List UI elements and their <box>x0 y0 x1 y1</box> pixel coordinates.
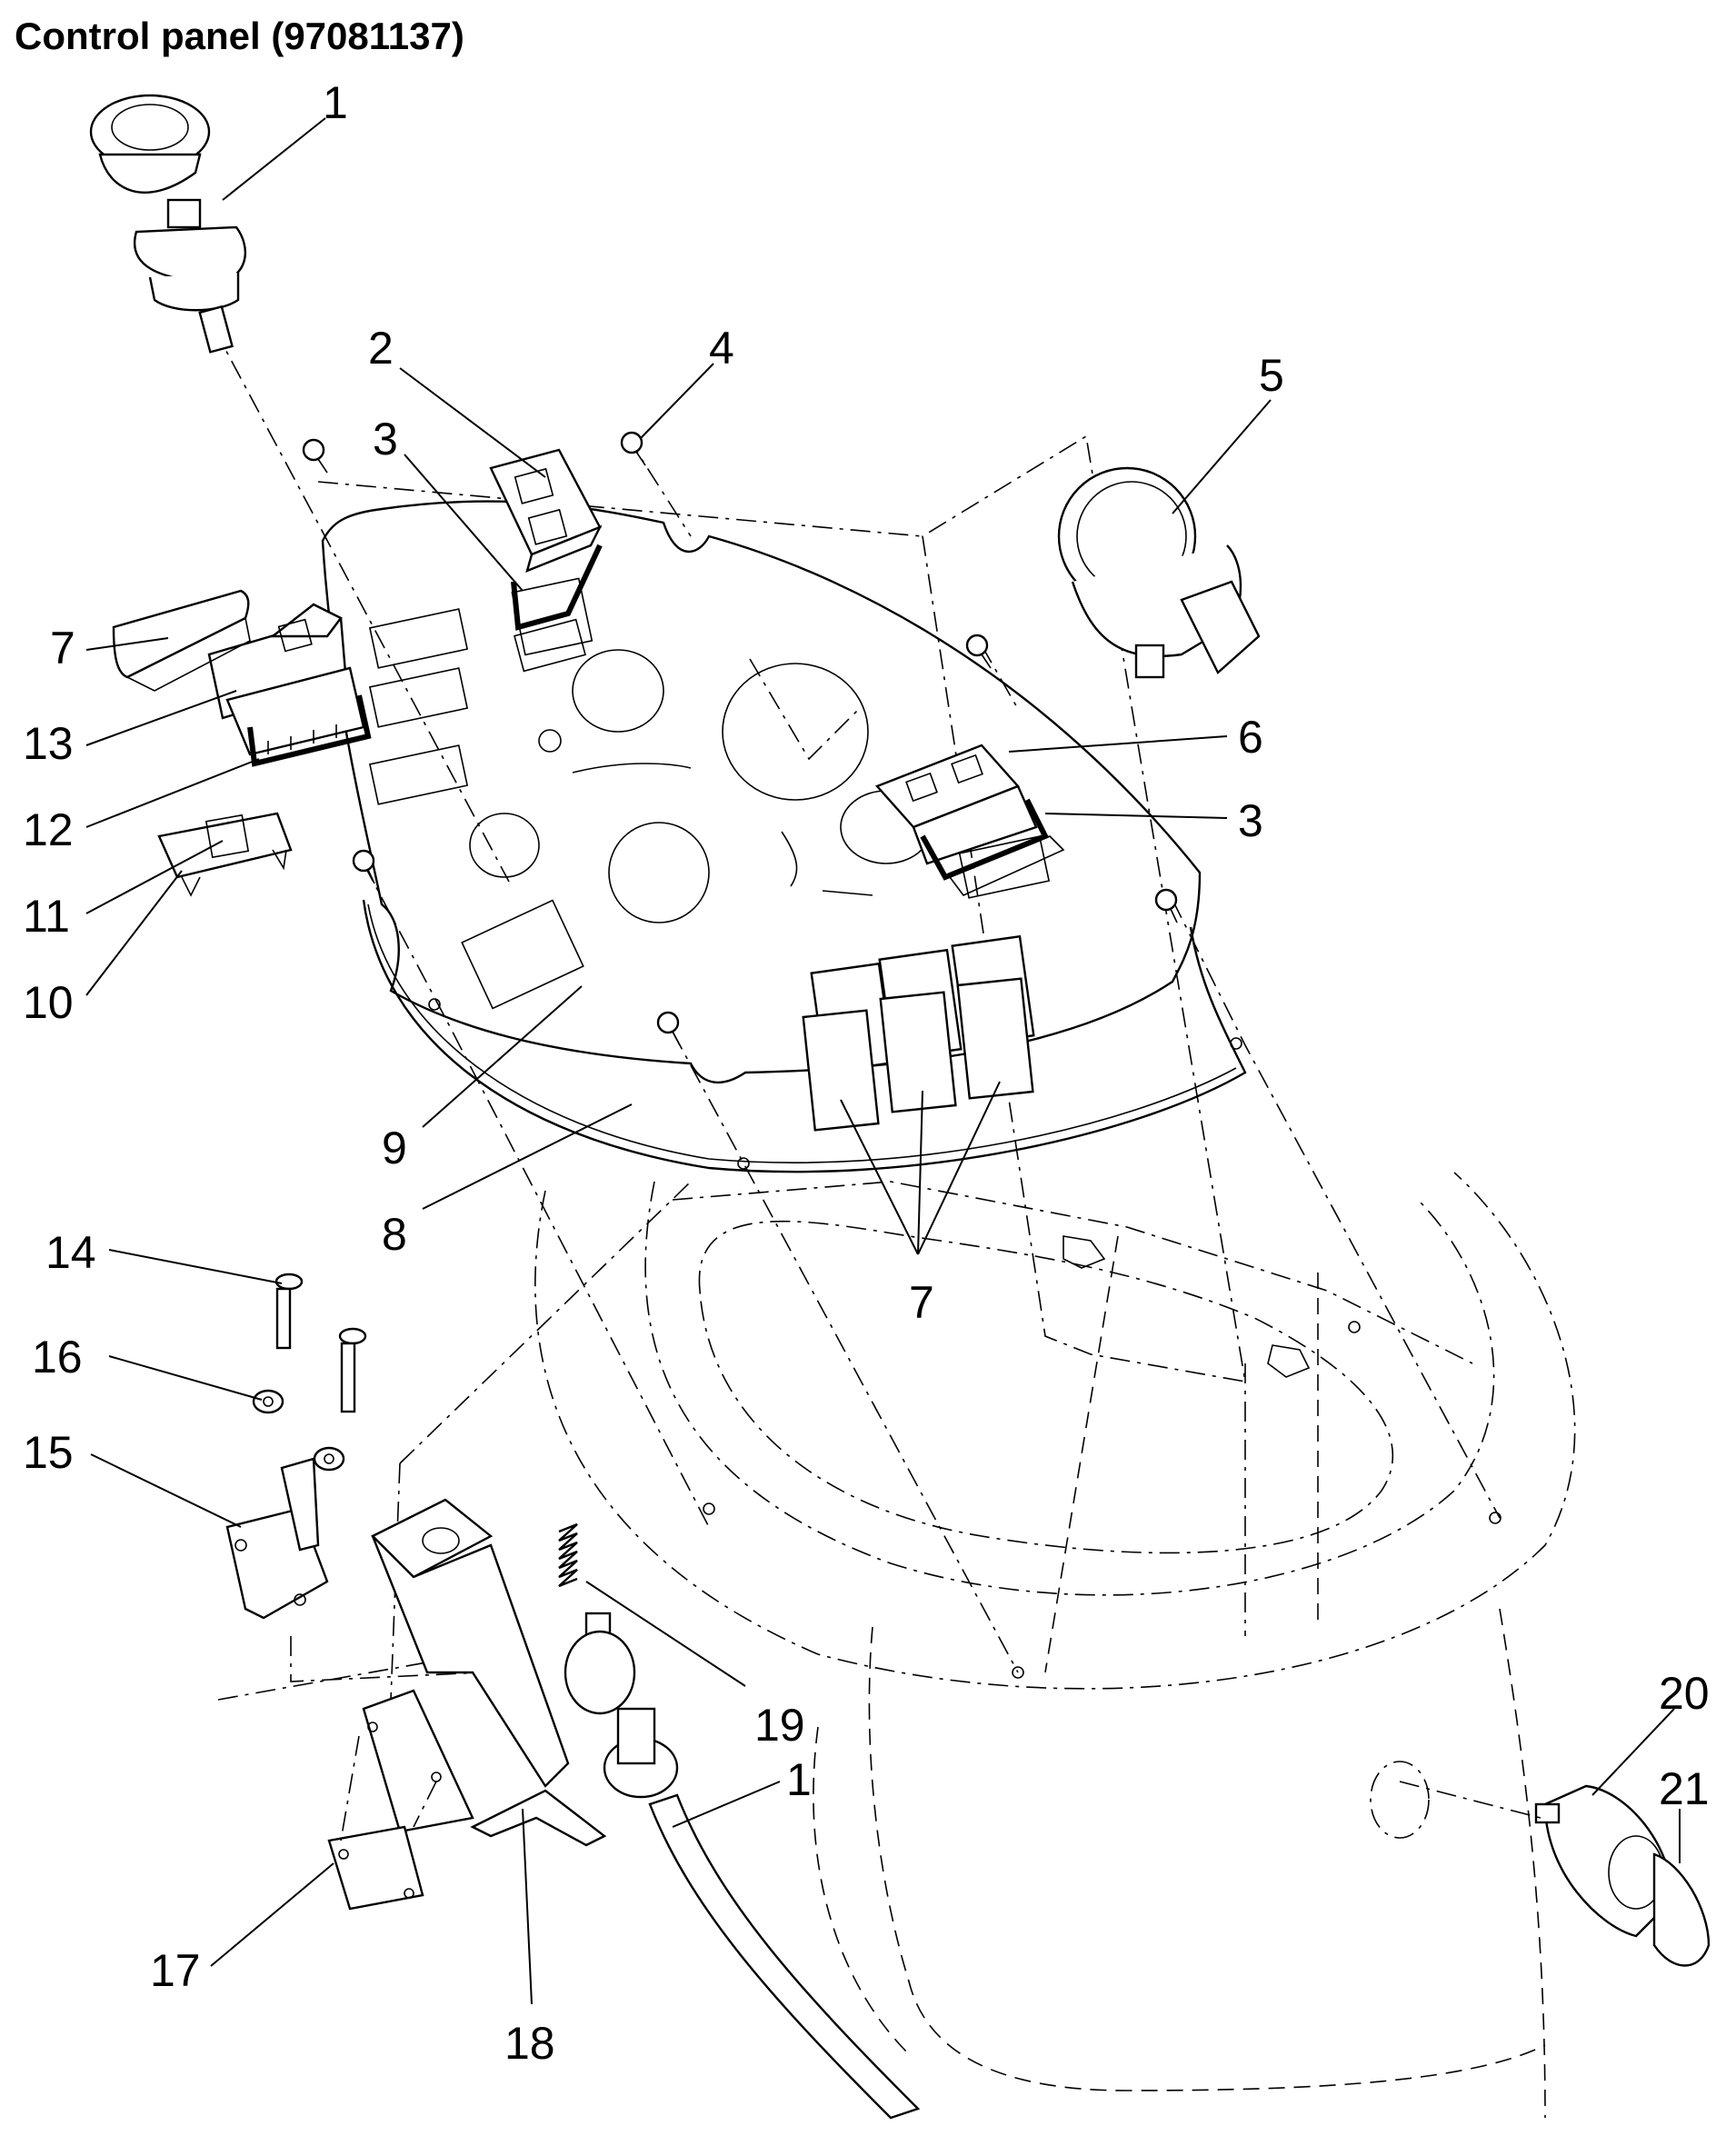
callout-11: 11 <box>23 891 70 942</box>
rocker-switch-2 <box>489 448 603 673</box>
cap-7-left <box>112 589 251 692</box>
callout-7-left: 7 <box>50 623 75 674</box>
callout-12: 12 <box>23 804 74 855</box>
ignition-key-21 <box>1652 1852 1711 1967</box>
callout-18: 18 <box>504 2018 555 2069</box>
switch-6 <box>874 744 1065 896</box>
callout-16: 16 <box>32 1332 83 1382</box>
callout-13: 13 <box>23 718 74 769</box>
cover-17 <box>327 1735 437 1911</box>
callout-21: 21 <box>1659 1763 1710 1814</box>
callouts: 1 2 3 4 5 7 13 12 11 10 6 3 9 8 7 14 16 … <box>23 77 1710 2069</box>
callout-4: 4 <box>709 323 734 374</box>
switch-13 <box>207 603 372 767</box>
callout-10: 10 <box>23 977 74 1028</box>
callout-2: 2 <box>368 323 394 374</box>
callout-1-bottom: 1 <box>786 1754 812 1805</box>
diagram-title: Control panel (97081137) <box>15 15 464 57</box>
console-housing <box>217 1172 1576 2119</box>
switches-7-row <box>802 934 1035 1132</box>
ignition-switch-20 <box>1534 1784 1674 1938</box>
callout-19: 19 <box>754 1700 805 1751</box>
callout-7-bottom: 7 <box>909 1277 934 1328</box>
panel-plate-upper <box>321 500 1202 1083</box>
callout-17: 17 <box>150 1945 201 1996</box>
callout-20: 20 <box>1659 1668 1710 1719</box>
spring-19 <box>558 1522 578 1588</box>
gauge-5 <box>1057 466 1261 679</box>
callout-6: 6 <box>1238 712 1263 763</box>
ignition-alignment-line <box>1399 1781 1541 1819</box>
bolts-washers-microswitch <box>225 1273 483 1682</box>
bracket-18 <box>362 1498 607 1847</box>
cable-1 <box>564 1612 921 2120</box>
callout-5: 5 <box>1259 350 1284 401</box>
screws <box>302 431 1178 1046</box>
callout-3-left: 3 <box>373 414 398 464</box>
callout-9: 9 <box>382 1123 407 1173</box>
callout-15: 15 <box>23 1427 74 1478</box>
callout-3-right: 3 <box>1238 795 1263 846</box>
cap-10-11 <box>157 812 293 897</box>
callout-8: 8 <box>382 1209 407 1260</box>
callout-1-top: 1 <box>323 77 348 128</box>
leader-lines <box>85 117 1681 2005</box>
callout-14: 14 <box>45 1227 96 1278</box>
knob-assembly-top <box>89 94 247 354</box>
panel-plate-lower <box>362 899 1247 1173</box>
